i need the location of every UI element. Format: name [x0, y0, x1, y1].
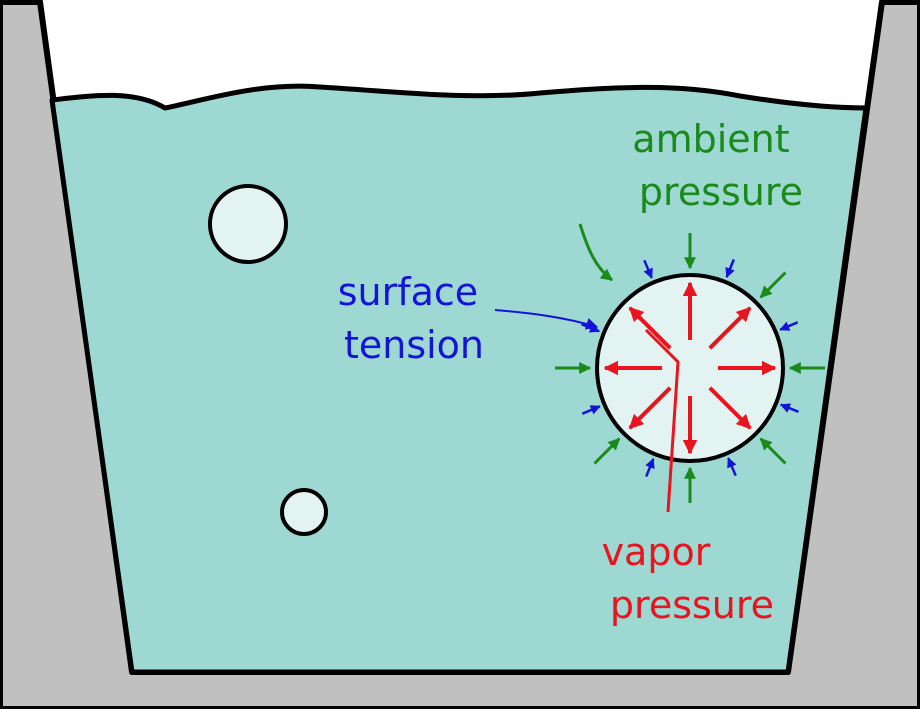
ambient-pressure-arrow — [759, 271, 787, 299]
surface-tension-arrow — [725, 259, 735, 279]
bubble-small — [280, 488, 328, 536]
surface-tension-arrow — [779, 403, 799, 413]
ambient-label-line-2: pressure — [639, 170, 803, 214]
surface-tension-arrows — [581, 259, 799, 477]
vapor-pressure-arrow — [708, 306, 752, 350]
vapor-pressure-arrows — [603, 281, 777, 455]
ambient-pressure-arrow — [593, 437, 621, 465]
ambient-pressure-label: ambient pressure — [632, 117, 803, 214]
vapor-label-line-2: pressure — [610, 583, 774, 627]
ambient-label-line-1: ambient — [632, 117, 789, 161]
bubble-medium — [208, 184, 288, 264]
surface-label-line-2: tension — [344, 323, 484, 367]
surface-tension-arrow — [581, 405, 601, 415]
ambient-pressure-arrows — [555, 233, 825, 503]
surface-tension-arrow — [645, 457, 655, 477]
vapor-pressure-arrow — [628, 306, 672, 350]
surface-tension-label: surface tension — [338, 270, 491, 367]
surface-tension-arrow — [727, 457, 737, 477]
surface-tension-arrow — [581, 323, 601, 333]
surface-label-line-1: surface — [338, 270, 478, 314]
vapor-pressure-leader — [644, 328, 680, 513]
vapor-pressure-arrow — [628, 386, 672, 430]
surface-tension-arrow — [643, 259, 653, 279]
ambient-pressure-leader — [578, 223, 613, 282]
surface-tension-arrow — [779, 321, 799, 331]
ambient-pressure-arrow — [759, 437, 787, 465]
surface-tension-leader — [494, 309, 599, 330]
vapor-pressure-arrow — [708, 386, 752, 430]
vapor-label-line-1: vapor — [602, 530, 711, 574]
vapor-pressure-label: vapor pressure — [602, 530, 775, 627]
